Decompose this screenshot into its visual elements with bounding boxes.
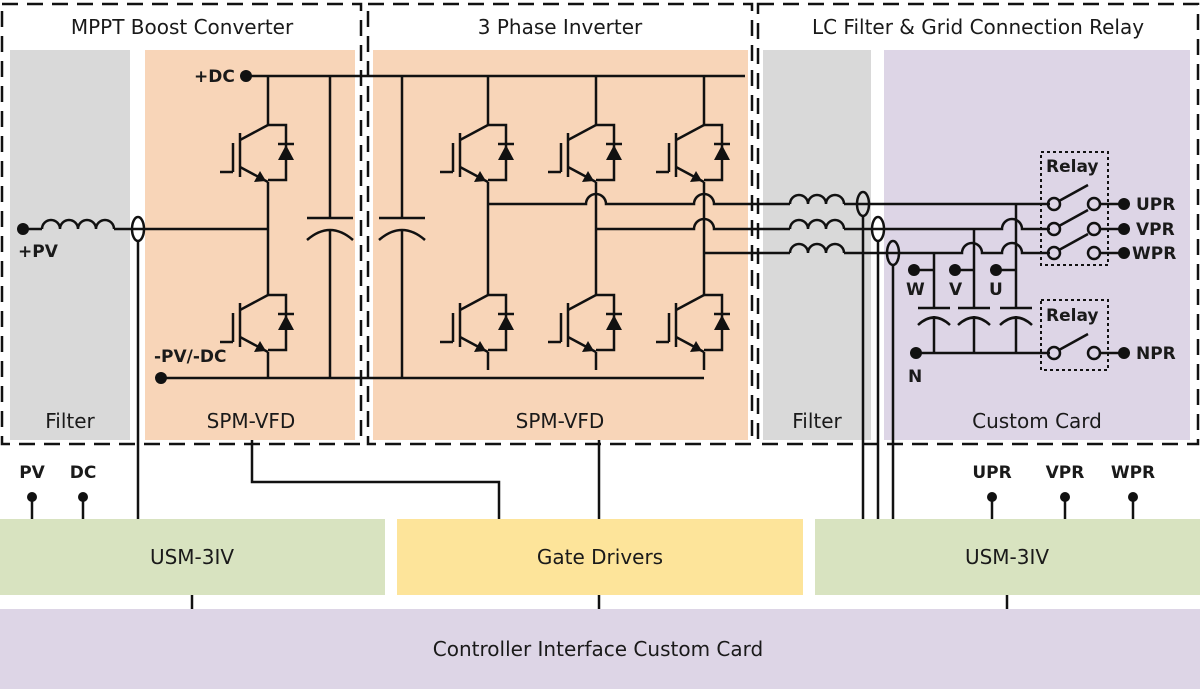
sensor-pin-upr: UPR xyxy=(972,463,1011,483)
controller-interface-label: Controller Interface Custom Card xyxy=(433,637,763,661)
section-box-inverter xyxy=(366,2,754,446)
filter-block-left xyxy=(10,50,130,440)
terminal-pos-pv: +PV xyxy=(18,242,59,262)
custom-card-block xyxy=(884,50,1190,440)
terminal-vpr: VPR xyxy=(1136,220,1175,240)
gate-drivers-block[interactable] xyxy=(397,519,803,595)
control-wiring: PV DC UPR VPR WPR xyxy=(19,440,1155,609)
terminal-upr: UPR xyxy=(1136,195,1175,215)
sensor-pin-pv: PV xyxy=(19,463,45,483)
section-box-lc-filter xyxy=(756,2,1200,446)
spm-vfd-label-left: SPM-VFD xyxy=(207,409,296,433)
usm-3iv-label-left: USM-3IV xyxy=(150,545,234,569)
filter-label-right: Filter xyxy=(792,409,842,433)
filter-label-left: Filter xyxy=(45,409,95,433)
usm-3iv-block-right[interactable] xyxy=(815,519,1200,595)
custom-card-label: Custom Card xyxy=(972,409,1102,433)
lc-filter-circuit: W V U N Relay UPR VPR WPR Relay NPR xyxy=(788,151,1176,519)
gate-drivers-label: Gate Drivers xyxy=(537,545,663,569)
terminal-v: V xyxy=(949,280,963,300)
relay-label-1: Relay xyxy=(1046,157,1098,177)
terminal-n: N xyxy=(908,367,922,387)
terminal-wpr: WPR xyxy=(1132,244,1176,264)
spm-vfd-label-mid: SPM-VFD xyxy=(516,409,605,433)
inverter-circuit xyxy=(378,76,790,378)
relay-box-2 xyxy=(1040,299,1109,371)
terminal-w: W xyxy=(906,280,925,300)
spm-vfd-block-mid xyxy=(373,50,748,440)
usm-3iv-block-left[interactable] xyxy=(0,519,385,595)
section-title-inverter: 3 Phase Inverter xyxy=(478,15,643,39)
section-title-mppt: MPPT Boost Converter xyxy=(71,15,294,39)
sensor-pin-vpr: VPR xyxy=(1046,463,1085,483)
terminal-npr: NPR xyxy=(1136,344,1176,364)
section-title-lc-filter: LC Filter & Grid Connection Relay xyxy=(812,15,1144,39)
section-box-mppt xyxy=(0,2,363,446)
relay-label-2: Relay xyxy=(1046,306,1098,326)
terminal-neg-pv-dc: -PV/-DC xyxy=(154,347,227,367)
sensor-pin-dc: DC xyxy=(70,463,97,483)
terminal-u: U xyxy=(989,280,1003,300)
sensor-pin-wpr: WPR xyxy=(1111,463,1155,483)
terminal-pos-dc: +DC xyxy=(194,67,235,87)
boost-converter-circuit: +DC -PV/-DC +PV xyxy=(17,67,745,519)
usm-3iv-label-right: USM-3IV xyxy=(965,545,1049,569)
controller-interface-block[interactable] xyxy=(0,609,1200,689)
spm-vfd-block-left xyxy=(145,50,355,440)
